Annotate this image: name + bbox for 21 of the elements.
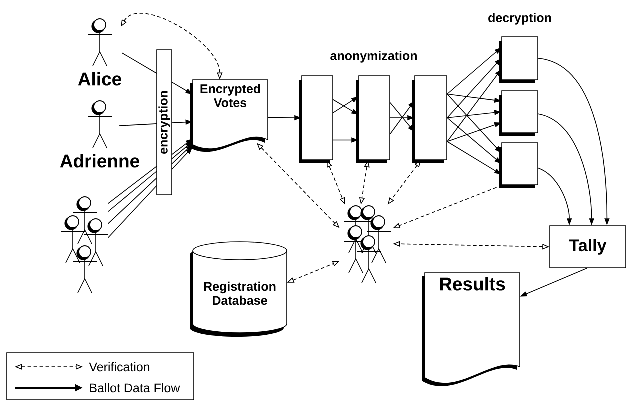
person-name: Alice (78, 72, 122, 86)
connector-line (108, 170, 158, 212)
legend-label: Ballot Data Flow (90, 383, 180, 393)
process-box (356, 76, 390, 163)
process-box (499, 90, 538, 136)
process-box (412, 76, 448, 163)
person-name: Adrienne (60, 154, 140, 168)
process-box (299, 76, 334, 163)
connector-line (118, 124, 158, 126)
process-box (499, 142, 538, 188)
stage-heading: decryption (488, 13, 552, 25)
legend-label: Verification (89, 362, 150, 372)
connector-line (122, 52, 158, 74)
connector-line (108, 166, 158, 204)
connector-line (108, 185, 158, 238)
connector-line (108, 178, 158, 224)
process-bar: encryption (156, 50, 172, 196)
process-box: Tally (550, 226, 626, 268)
stage-heading: anonymization (330, 51, 417, 63)
process-box (499, 36, 538, 83)
database-cylinder: Registration Database (190, 242, 288, 337)
